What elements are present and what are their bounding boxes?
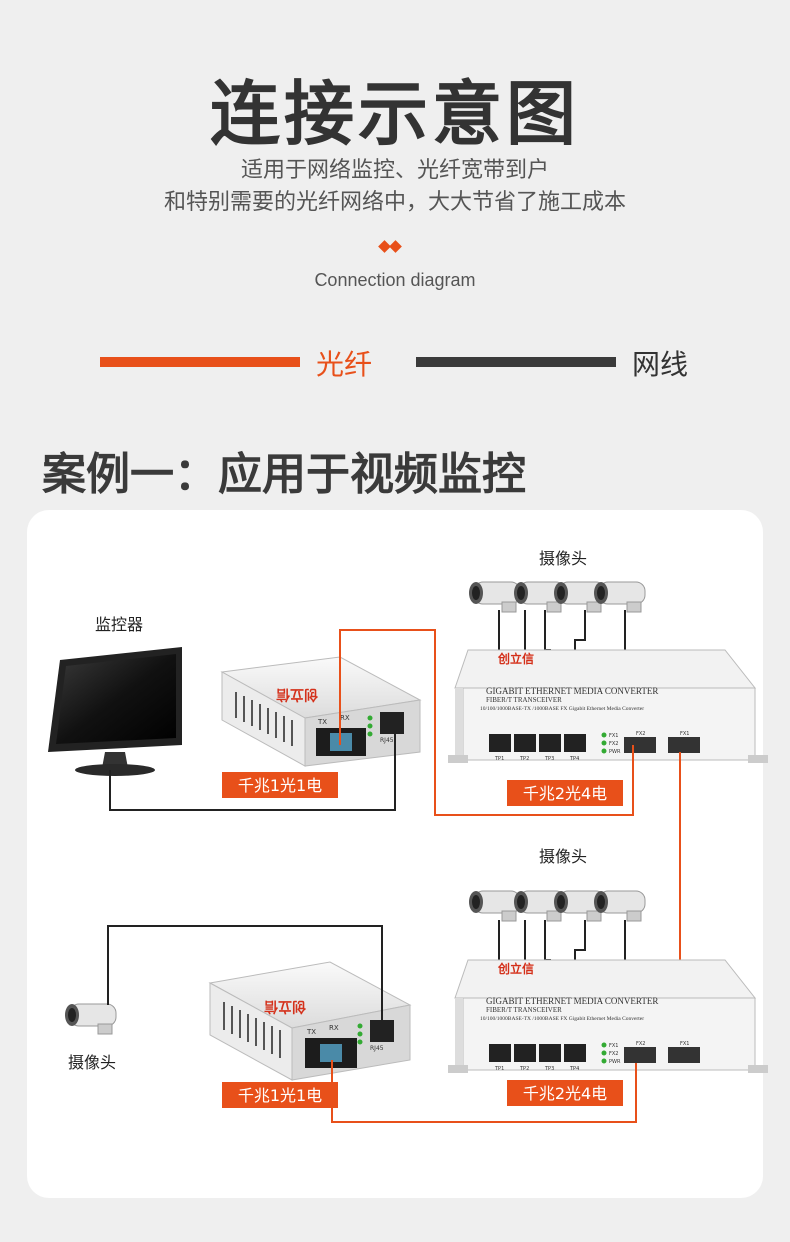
diagram-card xyxy=(27,510,763,1198)
converter-bottom-tag-label: 千兆1光1电 xyxy=(238,1086,322,1105)
converter-top-tag-label: 千兆1光1电 xyxy=(238,776,322,795)
port-label: TP1 xyxy=(494,1066,504,1072)
media-converter-bottom: TX RX RJ45 创立信 xyxy=(208,961,412,1081)
port-label: TP1 xyxy=(494,756,504,762)
network-cable xyxy=(107,925,383,1030)
fx-port-label: FX1 xyxy=(680,1041,689,1047)
subtitle-line-1: 适用于网络监控、光纤宽带到户 xyxy=(240,158,549,183)
switch-top-tag-label: 千兆2光4电 xyxy=(523,784,607,803)
converter-bottom-tag xyxy=(222,1082,338,1108)
cable-legend-label: 网线 xyxy=(632,348,689,381)
case-title: 案例一：应用于视频监控 xyxy=(42,449,526,500)
tx-label: TX xyxy=(317,718,327,726)
fiber-switch-bottom: 创立信 GIGABIT ETHERNET MEDIA CONVERTER FIB… xyxy=(448,959,768,1073)
brand-logo: 创立信 xyxy=(264,998,307,1015)
switch-top-tag xyxy=(507,780,623,806)
brand-logo: 创立信 xyxy=(497,961,534,976)
fx-led-label: FX2 xyxy=(609,1051,618,1057)
switch-subtitle: FIBER/T TRANSCEIVER xyxy=(486,1006,562,1014)
fiber-legend-bar xyxy=(100,357,300,367)
switch-spec: 10/100/1000BASE-TX /1000BASE FX Gigabit … xyxy=(480,1016,644,1022)
rj45-label: RJ45 xyxy=(380,737,394,744)
media-converter-top: TX RX RJ45 创立信 xyxy=(220,656,422,767)
rj45-label: RJ45 xyxy=(370,1045,384,1052)
brand-logo: 创立信 xyxy=(276,686,319,703)
brand-logo: 创立信 xyxy=(497,651,534,666)
camera-icon xyxy=(593,890,646,922)
fiber-legend-label: 光纤 xyxy=(316,348,373,381)
fx-led-label: FX1 xyxy=(609,1043,618,1049)
subtitle-line-2: 和特别需要的光纤网络中，大大节省了施工成本 xyxy=(163,190,626,215)
fx-led-label: PWR xyxy=(609,749,621,755)
fx-led-label: FX1 xyxy=(609,733,618,739)
port-label: TP2 xyxy=(519,1066,529,1072)
page-title: 连接示意图 xyxy=(210,73,580,155)
camera-icon xyxy=(468,890,521,922)
switch-title: GIGABIT ETHERNET MEDIA CONVERTER xyxy=(486,686,658,696)
port-label: TP4 xyxy=(569,756,579,762)
port-label: TP4 xyxy=(569,1066,579,1072)
switch-bottom-tag-label: 千兆2光4电 xyxy=(523,1084,607,1103)
camera-icon xyxy=(468,581,521,613)
monitor-icon xyxy=(48,647,182,776)
switch-title: GIGABIT ETHERNET MEDIA CONVERTER xyxy=(486,996,658,1006)
rx-label: RX xyxy=(340,714,350,722)
cable-legend-bar xyxy=(416,357,616,367)
switch-subtitle: FIBER/T TRANSCEIVER xyxy=(486,696,562,704)
converter-top-tag xyxy=(222,772,338,798)
switch-bottom-tag xyxy=(507,1080,623,1106)
rx-label: RX xyxy=(329,1024,339,1032)
single-camera-label: 摄像头 xyxy=(68,1053,116,1072)
fx-led-label: FX2 xyxy=(609,741,618,747)
port-label: TP2 xyxy=(519,756,529,762)
english-subtitle: Connection diagram xyxy=(314,270,476,290)
monitor-label: 监控器 xyxy=(95,615,143,634)
fiber-cable xyxy=(339,629,634,816)
tx-label: TX xyxy=(306,1028,316,1036)
port-label: TP3 xyxy=(544,756,554,762)
fx-led-label: PWR xyxy=(609,1059,621,1065)
port-label: TP3 xyxy=(544,1066,554,1072)
fx-port-label: FX2 xyxy=(636,731,645,737)
camera-group-top-label: 摄像头 xyxy=(539,549,587,568)
switch-spec: 10/100/1000BASE-TX /1000BASE FX Gigabit … xyxy=(480,706,644,712)
camera-icon xyxy=(64,1003,117,1035)
network-cable xyxy=(109,725,396,811)
fiber-switch-top: 创立信 GIGABIT ETHERNET MEDIA CONVERTER FIB… xyxy=(448,649,768,763)
camera-icon xyxy=(593,581,646,613)
fx-port-label: FX2 xyxy=(636,1041,645,1047)
fx-port-label: FX1 xyxy=(680,731,689,737)
camera-group-bottom-label: 摄像头 xyxy=(539,847,587,866)
